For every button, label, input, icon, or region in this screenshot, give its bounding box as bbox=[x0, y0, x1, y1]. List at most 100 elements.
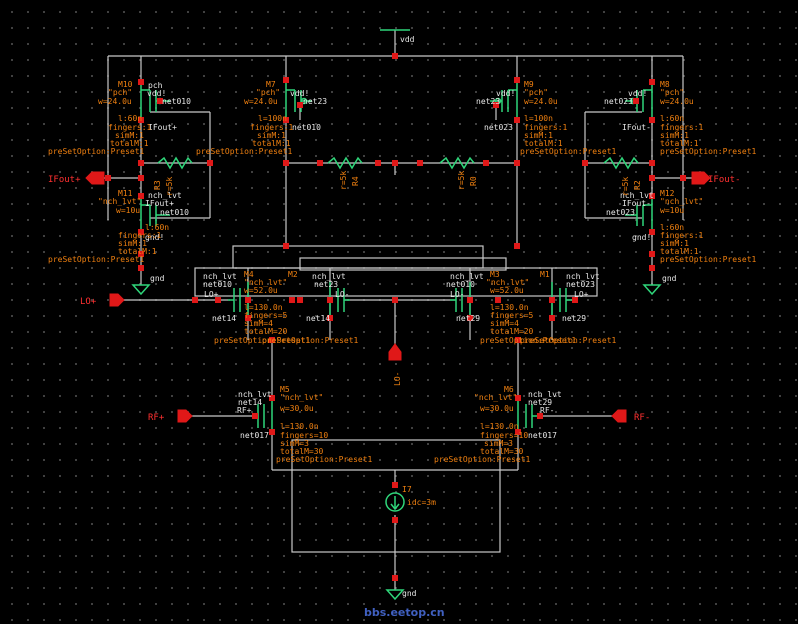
vdd-label: vdd bbox=[400, 35, 415, 44]
pin-dot bbox=[297, 102, 303, 108]
svg-text:preSetOption:Preset1: preSetOption:Preset1 bbox=[660, 147, 757, 156]
svg-text:net14: net14 bbox=[306, 314, 330, 323]
pin-dot bbox=[514, 117, 520, 123]
pin-dot bbox=[495, 297, 501, 303]
gnd-symbol-right bbox=[642, 284, 662, 296]
pin-dot bbox=[467, 315, 473, 321]
svg-text:w=24.0u: w=24.0u bbox=[524, 97, 558, 106]
svg-text:nch_lvt: nch_lvt bbox=[566, 272, 600, 281]
resistor-labels: R3 r=5k r=5k R4 r=5k R0 r=5k R2 bbox=[153, 171, 642, 196]
svg-text:RF+: RF+ bbox=[237, 406, 252, 415]
svg-text:net010: net010 bbox=[446, 280, 475, 289]
svg-text:net29: net29 bbox=[528, 398, 552, 407]
port-rf-plus[interactable] bbox=[177, 409, 193, 423]
svg-text:simM:1: simM:1 bbox=[118, 239, 147, 248]
gnd-label-left: gnd bbox=[150, 274, 165, 283]
svg-text:r=5k: r=5k bbox=[165, 177, 174, 196]
svg-text:nch_lvt: nch_lvt bbox=[203, 272, 237, 281]
svg-text:M12: M12 bbox=[660, 189, 675, 198]
pin-dot bbox=[649, 117, 655, 123]
svg-text:w=30.0u: w=30.0u bbox=[480, 404, 514, 413]
pin-dot bbox=[207, 160, 213, 166]
svg-text:R0: R0 bbox=[469, 176, 478, 186]
svg-text:simM:1: simM:1 bbox=[524, 131, 553, 140]
svg-text:fingers:1: fingers:1 bbox=[250, 123, 294, 132]
idc-label: idc=3m bbox=[407, 498, 436, 507]
svg-text:M7: M7 bbox=[266, 80, 276, 89]
svg-text:net010: net010 bbox=[203, 280, 232, 289]
port-rf-minus[interactable] bbox=[611, 409, 627, 423]
svg-text:LO-: LO- bbox=[335, 290, 349, 299]
svg-text:fingers:1: fingers:1 bbox=[524, 123, 568, 132]
pin-dot bbox=[105, 175, 111, 181]
resistor-r2[interactable] bbox=[603, 156, 639, 170]
pin-dot bbox=[649, 160, 655, 166]
svg-text:simM:1: simM:1 bbox=[660, 131, 689, 140]
lo-plus-label: LO+ bbox=[80, 297, 97, 307]
port-lo-plus[interactable] bbox=[109, 293, 125, 307]
svg-text:w=30.0u: w=30.0u bbox=[280, 404, 314, 413]
pin-dot bbox=[483, 160, 489, 166]
svg-text:fingers:1: fingers:1 bbox=[118, 231, 162, 240]
svg-text:totalM:1: totalM:1 bbox=[118, 247, 157, 256]
svg-text:"nch_lvt": "nch_lvt" bbox=[474, 393, 517, 402]
resistor-r0[interactable] bbox=[439, 156, 475, 170]
svg-text:simM=4: simM=4 bbox=[244, 319, 273, 328]
m10-labels: M10 pch "pch" vdd! w=24.0u net010 l:60n … bbox=[48, 80, 191, 156]
lo-minus-vertical-label: LO- bbox=[393, 372, 402, 386]
nmos-m6[interactable] bbox=[517, 398, 538, 432]
pin-dot bbox=[289, 297, 295, 303]
pin-dot bbox=[138, 265, 144, 271]
pin-dot bbox=[327, 297, 333, 303]
svg-text:LO-: LO- bbox=[450, 290, 464, 299]
pin-dot bbox=[514, 160, 520, 166]
svg-text:net23: net23 bbox=[476, 97, 500, 106]
pin-dot bbox=[192, 297, 198, 303]
svg-text:w=10u: w=10u bbox=[660, 206, 684, 215]
pin-dot bbox=[283, 77, 289, 83]
svg-text:r=5k: r=5k bbox=[457, 171, 466, 190]
nmos-m12[interactable] bbox=[625, 196, 653, 232]
svg-text:nch_lvt: nch_lvt bbox=[620, 191, 654, 200]
svg-text:"nch_lvt": "nch_lvt" bbox=[486, 278, 529, 287]
svg-text:l:60n: l:60n bbox=[660, 114, 684, 123]
pmos-m7[interactable] bbox=[285, 80, 312, 120]
svg-text:M10: M10 bbox=[118, 80, 133, 89]
resistor-r3[interactable] bbox=[157, 156, 193, 170]
pin-dot bbox=[215, 297, 221, 303]
pin-dot bbox=[138, 175, 144, 181]
gnd-symbol-left bbox=[131, 284, 151, 296]
svg-text:simM:1: simM:1 bbox=[115, 131, 144, 140]
pin-dot bbox=[515, 337, 521, 343]
svg-text:l=130.0n: l=130.0n bbox=[244, 303, 283, 312]
svg-text:M2: M2 bbox=[288, 270, 298, 279]
rf-plus-label: RF+ bbox=[148, 413, 165, 423]
nmos-m11[interactable] bbox=[140, 196, 170, 232]
pin-dot bbox=[269, 337, 275, 343]
pin-dot bbox=[375, 160, 381, 166]
pin-dot bbox=[572, 297, 578, 303]
svg-text:net23: net23 bbox=[314, 280, 338, 289]
svg-text:net023: net023 bbox=[606, 208, 635, 217]
pin-dot bbox=[392, 53, 398, 59]
svg-text:w=52.0u: w=52.0u bbox=[244, 286, 278, 295]
svg-text:"nch_lvt": "nch_lvt" bbox=[98, 197, 141, 206]
pin-dot bbox=[327, 315, 333, 321]
pmos-m9[interactable] bbox=[490, 80, 518, 120]
pin-dot bbox=[245, 297, 251, 303]
port-ifout-plus[interactable] bbox=[85, 171, 105, 185]
port-ifout-minus[interactable] bbox=[691, 171, 711, 185]
svg-text:nch_lvt: nch_lvt bbox=[148, 191, 182, 200]
svg-text:IFout+: IFout+ bbox=[148, 123, 177, 132]
svg-text:fingers=5: fingers=5 bbox=[490, 311, 534, 320]
svg-text:w=24.0u: w=24.0u bbox=[244, 97, 278, 106]
pin-dot bbox=[269, 395, 275, 401]
svg-text:simM:1: simM:1 bbox=[660, 239, 689, 248]
port-lo-minus[interactable] bbox=[388, 343, 402, 361]
svg-text:R4: R4 bbox=[351, 176, 360, 186]
current-source-i7[interactable] bbox=[385, 492, 405, 512]
resistor-r4[interactable] bbox=[327, 156, 363, 170]
svg-text:r=5k: r=5k bbox=[621, 177, 630, 196]
pin-dot bbox=[297, 297, 303, 303]
